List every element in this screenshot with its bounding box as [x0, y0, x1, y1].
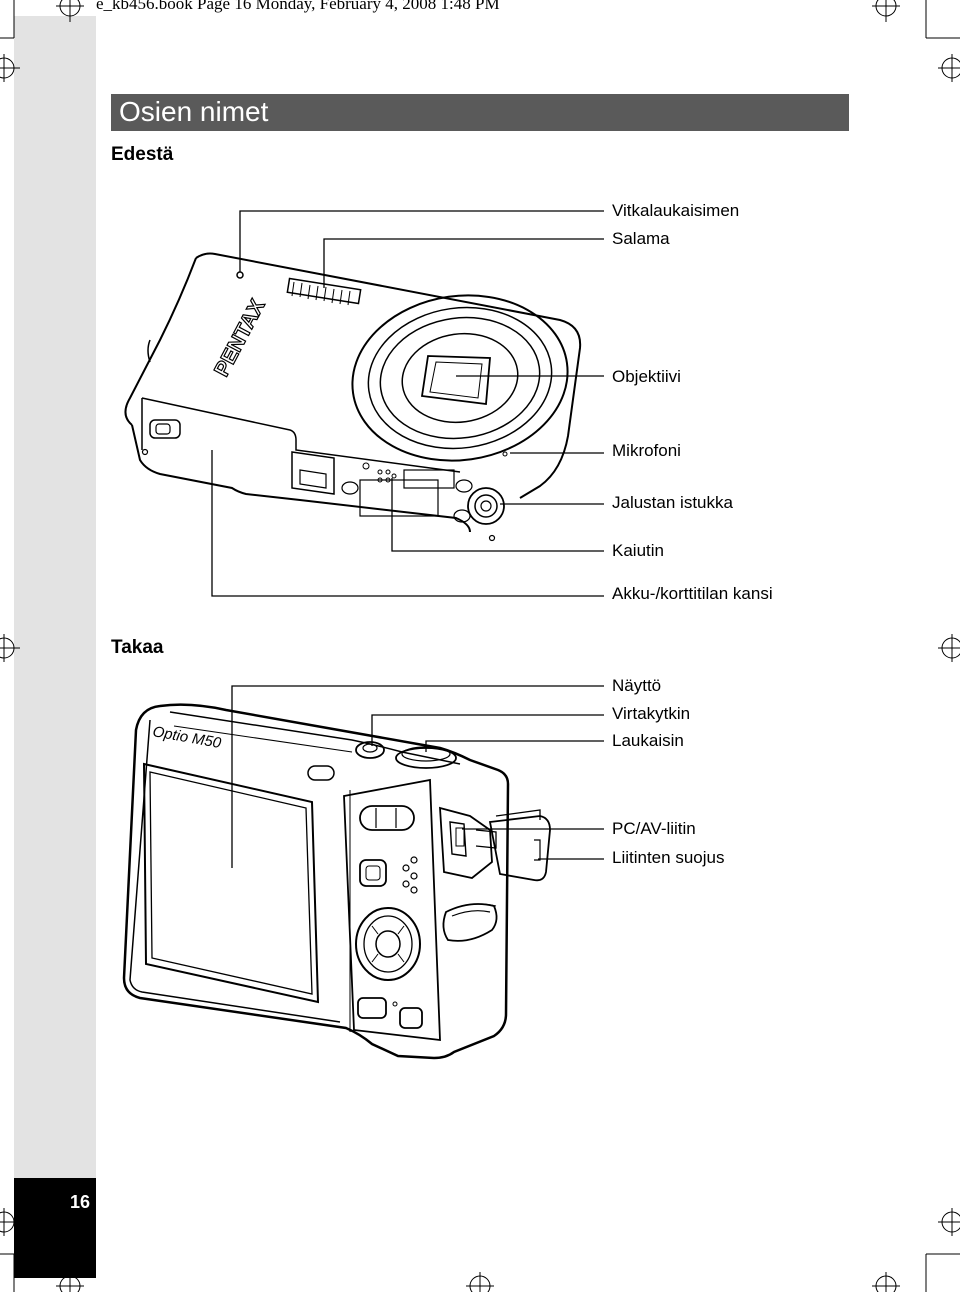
page-margin-bar — [14, 16, 96, 1278]
label-microphone: Mikrofoni — [612, 441, 681, 460]
label-self-timer-lamp: Vitkalaukaisimen — [612, 201, 740, 220]
brand-logo: PENTAX — [210, 296, 270, 381]
label-tripod-socket: Jalustan istukka — [612, 493, 733, 512]
title-bar — [111, 94, 849, 131]
label-terminal-cover: Liitinten suojus — [612, 848, 725, 867]
label-lens: Objektiivi — [612, 367, 681, 386]
back-camera-illustration — [122, 703, 551, 1060]
front-camera-illustration — [124, 252, 582, 542]
label-monitor: Näyttö — [612, 676, 662, 695]
label-pc-av-terminal: PC/AV-liitin — [612, 819, 696, 838]
label-flash: Salama — [612, 229, 670, 248]
page-title: Osien nimet — [119, 96, 269, 127]
front-heading: Edestä — [111, 144, 174, 165]
page-number: 16 — [69, 1192, 90, 1212]
label-shutter-release: Laukaisin — [612, 731, 684, 750]
back-heading: Takaa — [111, 637, 164, 658]
back-leader-lines — [231, 685, 604, 868]
label-battery-card-cover: Akku-/korttitilan kansi — [612, 584, 773, 603]
label-power-switch: Virtakytkin — [612, 704, 691, 723]
page-number-box — [14, 1178, 96, 1278]
label-speaker: Kaiutin — [612, 541, 664, 560]
front-leader-lines — [211, 210, 604, 597]
running-head: e_kb456.book Page 16 Monday, February 4,… — [96, 0, 500, 13]
